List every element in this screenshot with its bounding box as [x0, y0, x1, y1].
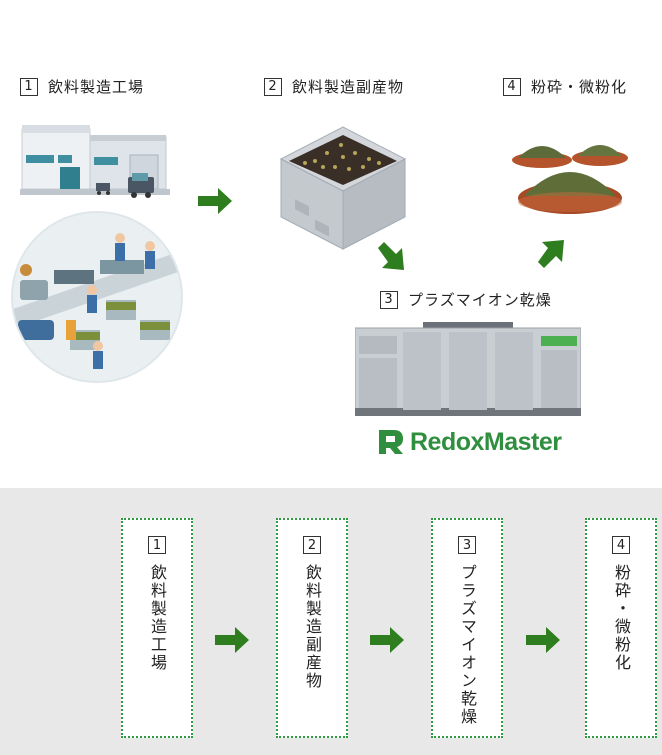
step-4-label: 4 粉砕・微粉化 — [503, 76, 627, 97]
flow-card-1: 1 飲料製造工場 — [121, 518, 193, 738]
flow-card-4-number: 4 — [612, 536, 630, 554]
flow-card-1-number: 1 — [148, 536, 166, 554]
flow-card-2-text: 飲料製造副産物 — [303, 564, 322, 690]
redoxmaster-logo-text: RedoxMaster — [410, 427, 562, 456]
flow-card-2: 2 飲料製造副産物 — [276, 518, 348, 738]
down-arrow-icon — [376, 240, 408, 272]
up-arrow-icon — [536, 238, 568, 270]
flow-arrow-3-icon — [526, 627, 560, 653]
dryer-machine-icon — [354, 322, 582, 424]
flow-arrow-1-icon — [215, 627, 249, 653]
process-illustration: 1 飲料製造工場 2 飲料製造副産物 4 粉砕・微粉化 3 プラズマイオン乾燥 — [10, 76, 632, 457]
redoxmaster-logo-mark-icon — [379, 430, 403, 454]
flow-card-3-number: 3 — [458, 536, 476, 554]
step-1-label: 1 飲料製造工場 — [20, 76, 144, 97]
step-4-text: 粉砕・微粉化 — [531, 78, 628, 96]
flow-card-1-text: 飲料製造工場 — [148, 564, 167, 672]
flow-card-4-text: 粉砕・微粉化 — [612, 564, 631, 672]
step-2-label: 2 飲料製造副産物 — [264, 76, 404, 97]
step-1-text: 飲料製造工場 — [48, 78, 145, 96]
production-line-icon — [10, 210, 184, 388]
step-2-number: 2 — [264, 77, 282, 96]
flow-card-3-text: プラズマイオン乾燥 — [458, 564, 477, 726]
step-3-text: プラズマイオン乾燥 — [408, 291, 552, 309]
step-3-label: 3 プラズマイオン乾燥 — [380, 289, 552, 310]
factory-icon — [20, 125, 170, 205]
crate-icon — [275, 123, 411, 257]
flow-card-3: 3 プラズマイオン乾燥 — [431, 518, 503, 738]
step-4-number: 4 — [503, 77, 521, 96]
redoxmaster-logo: RedoxMaster — [376, 427, 562, 457]
right-arrow-icon — [198, 188, 232, 214]
flow-card-2-number: 2 — [303, 536, 321, 554]
step-2-text: 飲料製造副産物 — [292, 78, 405, 96]
powder-bowls-icon — [508, 138, 632, 230]
flow-card-4: 4 粉砕・微粉化 — [585, 518, 657, 738]
step-1-number: 1 — [20, 77, 38, 96]
flow-arrow-2-icon — [370, 627, 404, 653]
step-3-number: 3 — [380, 290, 398, 309]
